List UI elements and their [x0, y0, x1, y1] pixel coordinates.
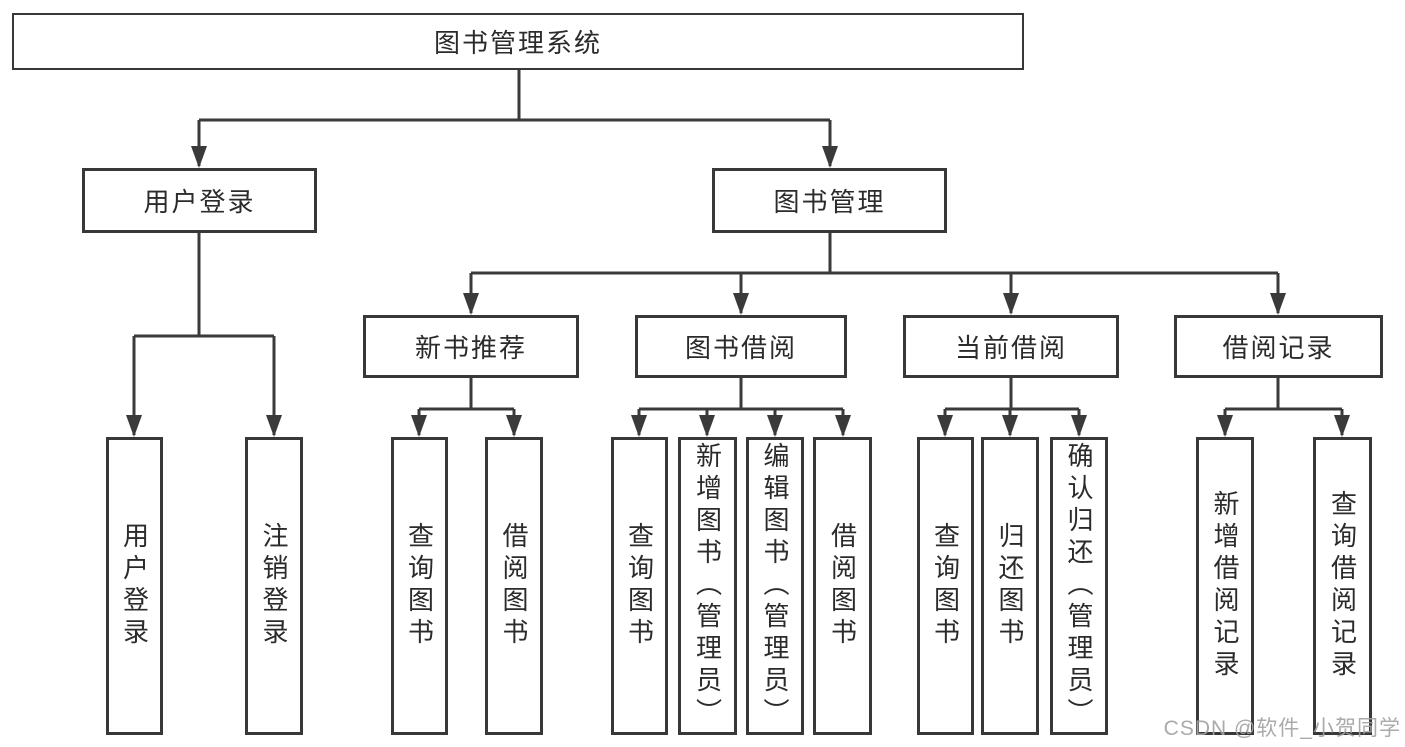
arrowhead — [631, 415, 647, 437]
arrowhead — [767, 415, 783, 437]
node-book-management: 图书管理 — [712, 168, 947, 233]
arrowhead — [835, 415, 851, 437]
leaf-query-borrow-record: 查询借阅记录 — [1313, 437, 1372, 735]
leaf-edit-book-admin: 编辑图书（管理员） — [746, 437, 804, 735]
node-current-borrow: 当前借阅 — [903, 315, 1119, 378]
connector-book-management — [463, 233, 1286, 315]
arrowhead — [411, 415, 427, 437]
leaf-borrow-books-2: 借阅图书 — [813, 437, 872, 735]
arrowhead — [1270, 293, 1286, 315]
arrowhead — [1071, 415, 1087, 437]
arrowhead — [699, 415, 715, 437]
arrowhead — [506, 415, 522, 437]
arrowhead — [733, 293, 749, 315]
leaf-user-login: 用户登录 — [106, 437, 163, 735]
connector-book-borrow — [631, 378, 851, 437]
arrowhead — [266, 415, 282, 437]
node-new-book-recommend: 新书推荐 — [363, 315, 579, 378]
arrowhead — [126, 415, 142, 437]
node-user-login: 用户登录 — [82, 168, 317, 233]
leaf-query-books-1: 查询图书 — [391, 437, 448, 735]
leaf-add-book-admin: 新增图书（管理员） — [678, 437, 737, 735]
leaf-borrow-books-1: 借阅图书 — [485, 437, 543, 735]
arrowhead — [191, 146, 207, 168]
leaf-return-book: 归还图书 — [981, 437, 1039, 735]
arrowhead — [937, 415, 953, 437]
leaf-confirm-return-admin: 确认归还（管理员） — [1050, 437, 1108, 735]
arrowhead — [1002, 415, 1018, 437]
node-book-borrow: 图书借阅 — [635, 315, 847, 378]
connector-user-login — [126, 233, 282, 437]
arrowhead — [822, 146, 838, 168]
arrowhead — [1334, 415, 1350, 437]
leaf-query-books-3: 查询图书 — [917, 437, 974, 735]
leaf-add-borrow-record: 新增借阅记录 — [1196, 437, 1254, 735]
arrowhead — [1217, 415, 1233, 437]
node-library-system: 图书管理系统 — [12, 13, 1024, 70]
arrowhead — [1003, 293, 1019, 315]
connector-borrow-records — [1217, 378, 1350, 437]
leaf-query-books-2: 查询图书 — [611, 437, 668, 735]
node-borrow-records: 借阅记录 — [1174, 315, 1383, 378]
connector-root — [191, 70, 838, 168]
watermark: CSDN @软件_小贺同学 — [1163, 717, 1401, 740]
connector-new-book-recommend — [411, 378, 522, 437]
leaf-logout: 注销登录 — [245, 437, 303, 735]
arrowhead — [463, 293, 479, 315]
connector-current-borrow — [937, 378, 1087, 437]
